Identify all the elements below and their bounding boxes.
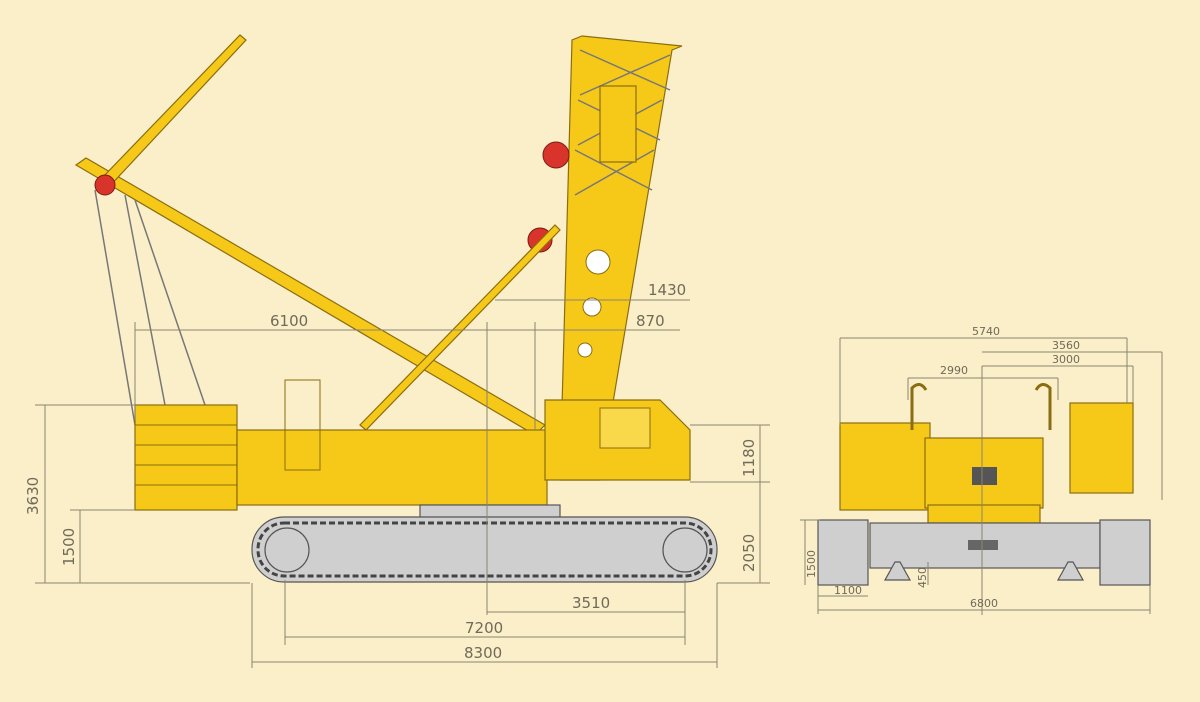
track-shoes (256, 521, 713, 578)
dim-5740: 5740 (972, 325, 1000, 338)
dim-3000: 3000 (1052, 353, 1080, 366)
pendant-rope (94, 189, 136, 426)
boom-hole (585, 249, 611, 275)
cab-window (599, 407, 651, 449)
jack-pad-left (883, 561, 912, 581)
boom-hole (577, 342, 593, 358)
gantry-right (1034, 383, 1052, 430)
dim-7200: 7200 (465, 619, 503, 637)
dim-2050: 2050 (740, 534, 758, 572)
gantry-left (910, 383, 928, 430)
boom-strut (359, 224, 561, 431)
rear-turntable (927, 504, 1041, 524)
rear-mast (74, 157, 546, 436)
rear-grille (972, 467, 997, 485)
jack-pad-right (1056, 561, 1085, 581)
boom-lacing (574, 49, 671, 196)
side-view-crane (74, 34, 718, 583)
boom-sheave (542, 141, 570, 169)
rear-counterweight-right (1069, 402, 1134, 494)
pendant-rope (134, 199, 206, 406)
dim-3560: 3560 (1052, 339, 1080, 352)
dim-6100: 6100 (270, 312, 308, 330)
drive-sprocket (662, 527, 708, 573)
mast-sheave (94, 174, 116, 196)
dim-1500-rear: 1500 (805, 550, 818, 578)
dim-870: 870 (636, 312, 665, 330)
rear-counterweight-left (839, 422, 931, 511)
dim-2990: 2990 (940, 364, 968, 377)
dim-1430: 1430 (648, 281, 686, 299)
rear-view-dimensions: 5740 3560 3000 2990 1500 1100 450 6800 (800, 325, 1163, 615)
counterweight (134, 404, 238, 511)
crawler-track (251, 516, 718, 583)
rear-plate (968, 540, 998, 550)
side-view-dimensions: 1430 6100 870 3630 1500 1180 2050 3510 7… (24, 281, 770, 668)
dim-1100: 1100 (834, 584, 862, 597)
ladder (284, 379, 321, 471)
upper-works (236, 429, 548, 506)
dim-1180: 1180 (740, 439, 758, 477)
dim-6800: 6800 (970, 597, 998, 610)
rear-track-right (1099, 519, 1151, 586)
dim-3510: 3510 (572, 594, 610, 612)
pendant-rope (124, 194, 166, 406)
counterweight-slabs (135, 424, 237, 486)
dim-8300: 8300 (464, 644, 502, 662)
boom-box (599, 85, 637, 163)
idler-wheel (264, 527, 310, 573)
rear-view-crane (817, 383, 1151, 586)
dim-3630: 3630 (24, 477, 42, 515)
mast-tip (99, 34, 247, 189)
dim-1500: 1500 (60, 528, 78, 566)
boom-hole (582, 297, 602, 317)
dim-450: 450 (916, 567, 929, 588)
rear-track-left (817, 519, 869, 586)
